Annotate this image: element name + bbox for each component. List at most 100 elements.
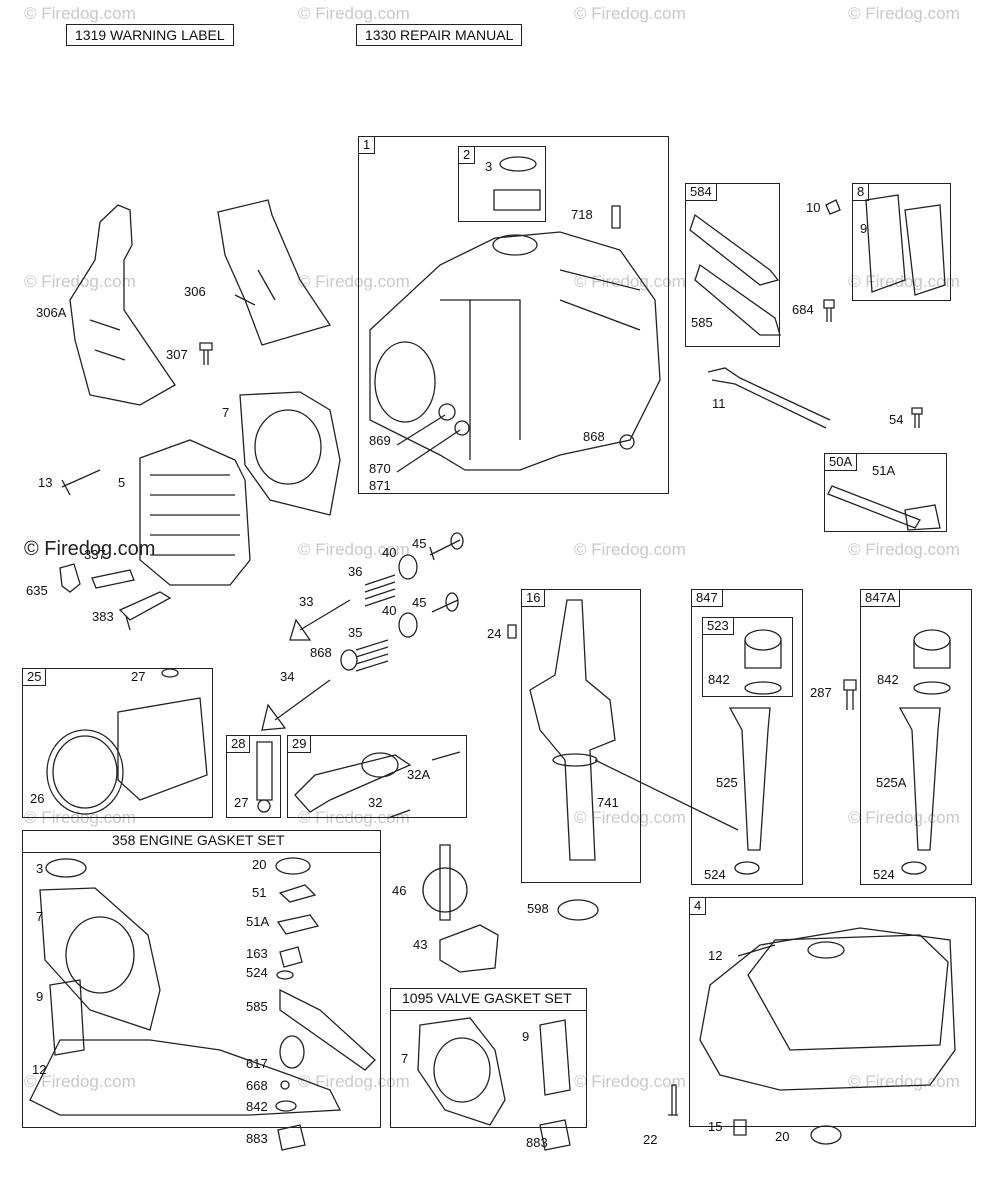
- vg-head-gasket-7: [417, 1017, 506, 1126]
- label-7: 7: [222, 405, 230, 420]
- label-741: 741: [597, 795, 619, 810]
- shield-306A: [69, 204, 176, 406]
- watermark: © Firedog.com: [298, 540, 410, 559]
- watermark: © Firedog.com: [574, 540, 686, 559]
- eg-gasket-883: [277, 1124, 306, 1151]
- eg-head-gasket-7: [39, 887, 161, 1031]
- label-32: 32: [368, 795, 383, 810]
- eg-gasket-51: [278, 884, 317, 903]
- leader-741: [594, 759, 739, 831]
- label-524b: 524: [873, 867, 895, 882]
- repair-manual-item[interactable]: 1330 REPAIR MANUAL: [356, 24, 523, 46]
- label-43: 43: [413, 937, 428, 952]
- group-847A-dipstick[interactable]: [860, 589, 972, 885]
- engine-gasket-set-title: 358 ENGINE GASKET SET: [112, 832, 285, 848]
- eg-label-12: 12: [32, 1062, 47, 1077]
- warning-label-item[interactable]: 1319 WARNING LABEL: [66, 24, 234, 46]
- label-842: 842: [708, 672, 730, 687]
- seal-868: [619, 434, 635, 450]
- sump: [699, 927, 956, 1091]
- washer-598: [557, 899, 599, 921]
- bolt-307: [199, 342, 213, 365]
- cylinder-head-5: [139, 439, 251, 586]
- block-ribs: [440, 269, 641, 460]
- engine-gasket-set[interactable]: [22, 830, 381, 1128]
- gasket-584-upper: [689, 213, 780, 286]
- group-50A-tube[interactable]: [824, 453, 947, 532]
- clip-27: [257, 799, 271, 813]
- valve-gasket-set[interactable]: [390, 988, 587, 1128]
- watermark: © Firedog.com: [574, 272, 686, 291]
- label-13: 13: [38, 475, 53, 490]
- label-306A: 306A: [36, 305, 67, 320]
- eg-label-617: 617: [246, 1056, 268, 1071]
- group-1-tag: 1: [358, 136, 376, 154]
- label-9: 9: [860, 221, 868, 236]
- valve-33: [289, 599, 351, 641]
- label-307: 307: [166, 347, 188, 362]
- cover-8: [904, 204, 946, 296]
- eg-label-3: 3: [36, 861, 44, 876]
- group-584-breather[interactable]: [685, 183, 780, 347]
- group-25-piston[interactable]: [22, 668, 213, 818]
- piston-rings: [46, 729, 124, 815]
- crank-gear: [552, 753, 598, 767]
- group-28-pin[interactable]: [226, 735, 281, 818]
- eg-label-51A: 51A: [246, 914, 270, 929]
- cylinder-block: [369, 231, 661, 471]
- group-28-tag: 28: [226, 735, 251, 753]
- label-337: 337: [84, 547, 106, 562]
- shield-306: [217, 199, 332, 346]
- eg-seal-20: [275, 857, 311, 875]
- label-36: 36: [348, 564, 363, 579]
- connecting-rod: [294, 754, 412, 813]
- valve-gasket-set-title: 1095 VALVE GASKET SET: [402, 990, 572, 1006]
- eg-sump-gasket-12: [29, 1039, 342, 1116]
- label-24: 24: [487, 626, 502, 641]
- eg-label-668: 668: [246, 1078, 268, 1093]
- group-2-bearing[interactable]: [458, 146, 546, 222]
- group-29-tag: 29: [287, 735, 312, 753]
- eg-label-7: 7: [36, 909, 44, 924]
- dipstick-tube-525: [728, 707, 771, 851]
- bracket-51A: [904, 504, 941, 531]
- sump-label-15: 15: [708, 1119, 723, 1134]
- eg-gasket-9: [49, 979, 85, 1056]
- eg-label-524: 524: [246, 965, 268, 980]
- governor-43: [439, 924, 499, 973]
- group-847-tag: 847: [691, 589, 723, 607]
- gasket-9: [865, 194, 906, 293]
- engine-gasket-set-header-rule: [22, 852, 381, 853]
- watermark: © Firedog.com: [848, 272, 960, 291]
- eg-ring-842: [275, 1100, 297, 1112]
- label-718: 718: [571, 207, 593, 222]
- sump-boss: [807, 941, 845, 959]
- bolt-22: [668, 1084, 678, 1116]
- group-16-crankshaft[interactable]: [521, 589, 641, 883]
- label-26: 26: [30, 791, 45, 806]
- group-847-dipstick[interactable]: [691, 589, 803, 885]
- camshaft: [439, 844, 451, 921]
- vg-label-7: 7: [401, 1051, 409, 1066]
- label-11: 11: [712, 396, 726, 411]
- group-8-cover[interactable]: [852, 183, 951, 301]
- retainer-40a: [398, 554, 418, 580]
- group-1-cylinder-block[interactable]: [358, 136, 669, 494]
- piston-pin: [256, 741, 273, 801]
- label-869: 869: [369, 433, 391, 448]
- bolt-32A: [431, 751, 461, 761]
- pin-718: [611, 205, 621, 229]
- label-27: 27: [131, 669, 146, 684]
- leader-870: [396, 429, 461, 473]
- vg-label-883: 883: [526, 1135, 548, 1150]
- group-584-tag: 584: [685, 183, 717, 201]
- group-29-connecting-rod[interactable]: [287, 735, 467, 818]
- plug-869: [438, 403, 456, 421]
- piston-body: [117, 697, 208, 801]
- dipstick-tube-525A: [898, 707, 941, 851]
- group-523-dipstick-cap[interactable]: [702, 617, 793, 697]
- spring-35: [355, 639, 389, 672]
- group-16-tag: 16: [521, 589, 546, 607]
- tube-50A: [827, 485, 921, 529]
- label-525A: 525A: [876, 775, 907, 790]
